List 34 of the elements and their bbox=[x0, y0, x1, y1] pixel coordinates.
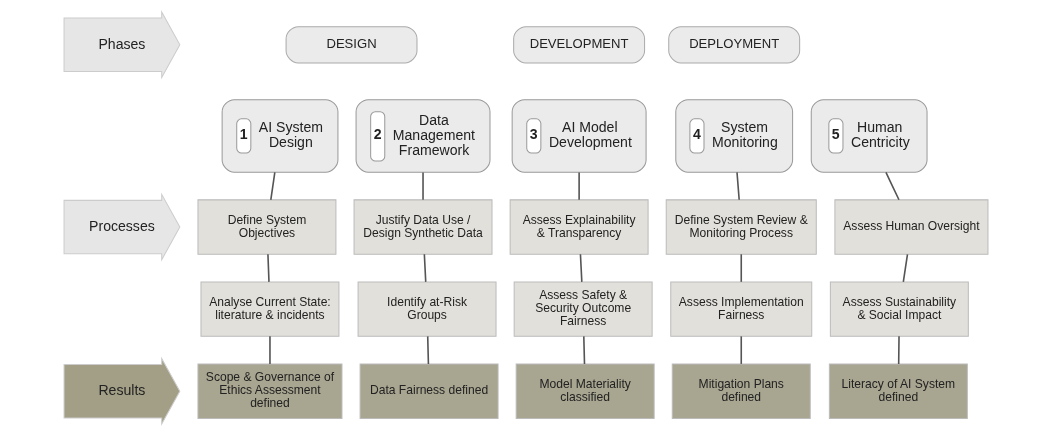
node-box: Assess Human Oversight bbox=[834, 199, 989, 255]
connector bbox=[740, 335, 743, 365]
node-box: 2 Data Management Framework bbox=[355, 99, 491, 173]
node-box: DEVELOPMENT bbox=[513, 26, 646, 64]
node-box: Analyse Current State: literature & incidents bbox=[200, 281, 340, 337]
connector bbox=[583, 335, 586, 365]
connector bbox=[270, 171, 276, 201]
node-box: Define System Review & Monitoring Process bbox=[665, 199, 817, 255]
connector bbox=[422, 171, 424, 201]
connector bbox=[902, 253, 909, 283]
node-box: DESIGN bbox=[285, 26, 418, 64]
node-box: Scope & Governance of Ethics Assessment defined bbox=[197, 363, 343, 419]
node-box: Assess Safety & Security Outcome Fairness bbox=[513, 281, 653, 337]
node-box: Assess Sustainability & Social Impact bbox=[829, 281, 969, 337]
node-box: Define System Objectives bbox=[197, 199, 337, 255]
node-box: DEPLOYMENT bbox=[668, 26, 801, 64]
node-box: Identify at-Risk Groups bbox=[357, 281, 497, 337]
node-box: Assess Implementation Fairness bbox=[670, 281, 813, 337]
node-box: Assess Explainability & Transparency bbox=[509, 199, 649, 255]
node-box: Model Materiality classified bbox=[515, 363, 655, 419]
connector bbox=[897, 335, 900, 365]
connector bbox=[885, 171, 900, 201]
connector bbox=[736, 171, 740, 201]
connector bbox=[579, 253, 583, 283]
node-box: Literacy of AI System defined bbox=[828, 363, 968, 419]
node-box: Justify Data Use / Design Synthetic Data bbox=[353, 199, 493, 255]
connector bbox=[423, 253, 427, 283]
node-box: Data Fairness defined bbox=[359, 363, 499, 419]
connector bbox=[269, 335, 271, 365]
connector bbox=[578, 171, 580, 201]
connector bbox=[426, 335, 430, 365]
node-box: Mitigation Plans defined bbox=[671, 363, 811, 419]
connector bbox=[267, 253, 270, 283]
connector bbox=[740, 253, 743, 283]
